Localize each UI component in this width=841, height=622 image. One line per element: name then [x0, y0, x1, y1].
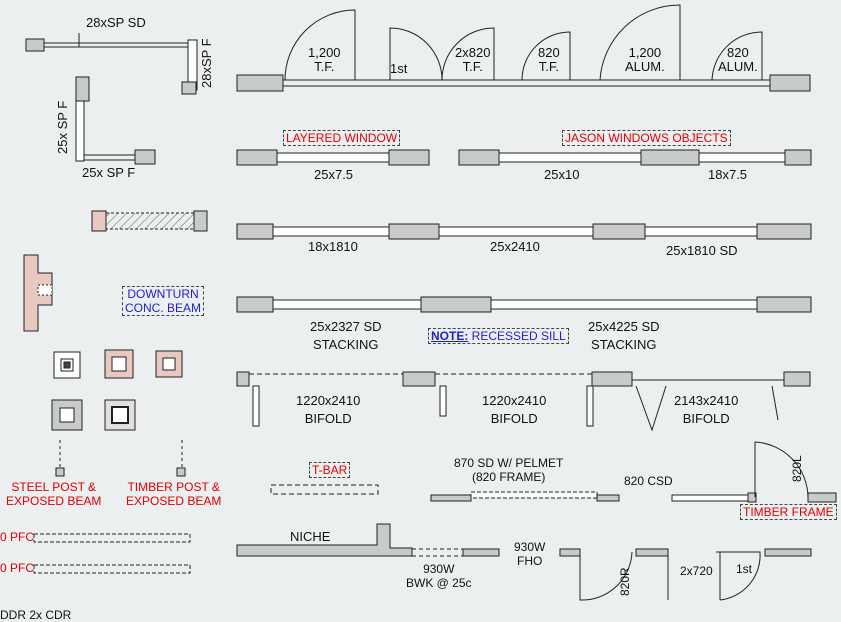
recessed-sill-note[interactable]: NOTE: RECESSED SILL — [428, 328, 569, 344]
door-820r-label: 820R — [618, 567, 632, 596]
door-2x720-label: 2x720 — [680, 564, 713, 578]
steel-post-label[interactable]: STEEL POST & EXPOSED BEAM — [6, 480, 101, 508]
sliding-frame-28sp[interactable] — [25, 33, 198, 95]
window-row-3[interactable] — [236, 296, 812, 313]
window-row-2[interactable] — [236, 223, 812, 240]
hatched-beam[interactable] — [91, 210, 208, 232]
sd-pelmet-row[interactable] — [430, 441, 837, 503]
window-label-18x1810: 18x1810 — [308, 239, 358, 254]
t-column[interactable] — [23, 254, 53, 332]
jason-windows-tag[interactable]: JASON WINDOWS OBJECTS — [562, 130, 731, 146]
label-28sp-sd: 28xSP SD — [86, 15, 146, 30]
t-bar[interactable] — [270, 484, 379, 495]
downturn-label[interactable]: DOWNTURN CONC. BEAM — [122, 286, 205, 316]
label-25sp-f-bottom: 25x SP F — [82, 165, 136, 180]
niche-label: NICHE — [290, 529, 331, 544]
downturn-line2: CONC. BEAM — [125, 301, 202, 315]
csd-label: 820 CSD — [624, 474, 673, 488]
layered-window-tag[interactable]: LAYERED WINDOW — [283, 130, 401, 146]
window-label-18x7-5: 18x7.5 — [708, 167, 748, 182]
frame-25sp-l[interactable] — [75, 76, 156, 165]
steel-post-line2: EXPOSED BEAM — [6, 494, 102, 508]
pfc-lines[interactable] — [33, 533, 191, 574]
sd-pelmet-label: 870 SD W/ PELMET(820 FRAME) — [454, 456, 564, 484]
door-820l-label: 820L — [790, 455, 804, 482]
bifold-row[interactable] — [236, 371, 811, 432]
window-label-25x10: 25x10 — [544, 167, 580, 182]
window-label-25x2410: 25x2410 — [490, 239, 540, 254]
post-symbols[interactable] — [51, 349, 186, 477]
timber-post-line1: TIMBER POST & — [127, 480, 220, 494]
niche-wall[interactable] — [236, 523, 812, 601]
downturn-line1: DOWNTURN — [127, 287, 199, 301]
door-label-2: 1st — [390, 61, 408, 76]
window-label-25x1810-sd: 25x1810 SD — [666, 243, 738, 258]
door-1st-label: 1st — [736, 562, 753, 576]
timber-post-label[interactable]: TIMBER POST & EXPOSED BEAM — [126, 480, 221, 508]
timber-frame-tag[interactable]: TIMBER FRAME — [740, 504, 837, 520]
window-row-1[interactable] — [236, 149, 812, 166]
window-label-25x7-5: 25x7.5 — [314, 167, 354, 182]
bottom-cut-label: DDR 2x CDR — [0, 608, 72, 622]
t-bar-tag[interactable]: T-BAR — [309, 462, 351, 478]
timber-post-line2: EXPOSED BEAM — [126, 494, 222, 508]
pfc-label-2: 0 PFC — [0, 561, 35, 575]
pfc-label-1: 0 PFC — [0, 530, 35, 544]
doors-wall-top[interactable] — [236, 4, 811, 92]
steel-post-line1: STEEL POST & — [11, 480, 97, 494]
label-25sp-f-side: 25x SP F — [55, 100, 70, 154]
label-28sp-f: 28xSP F — [199, 38, 214, 88]
